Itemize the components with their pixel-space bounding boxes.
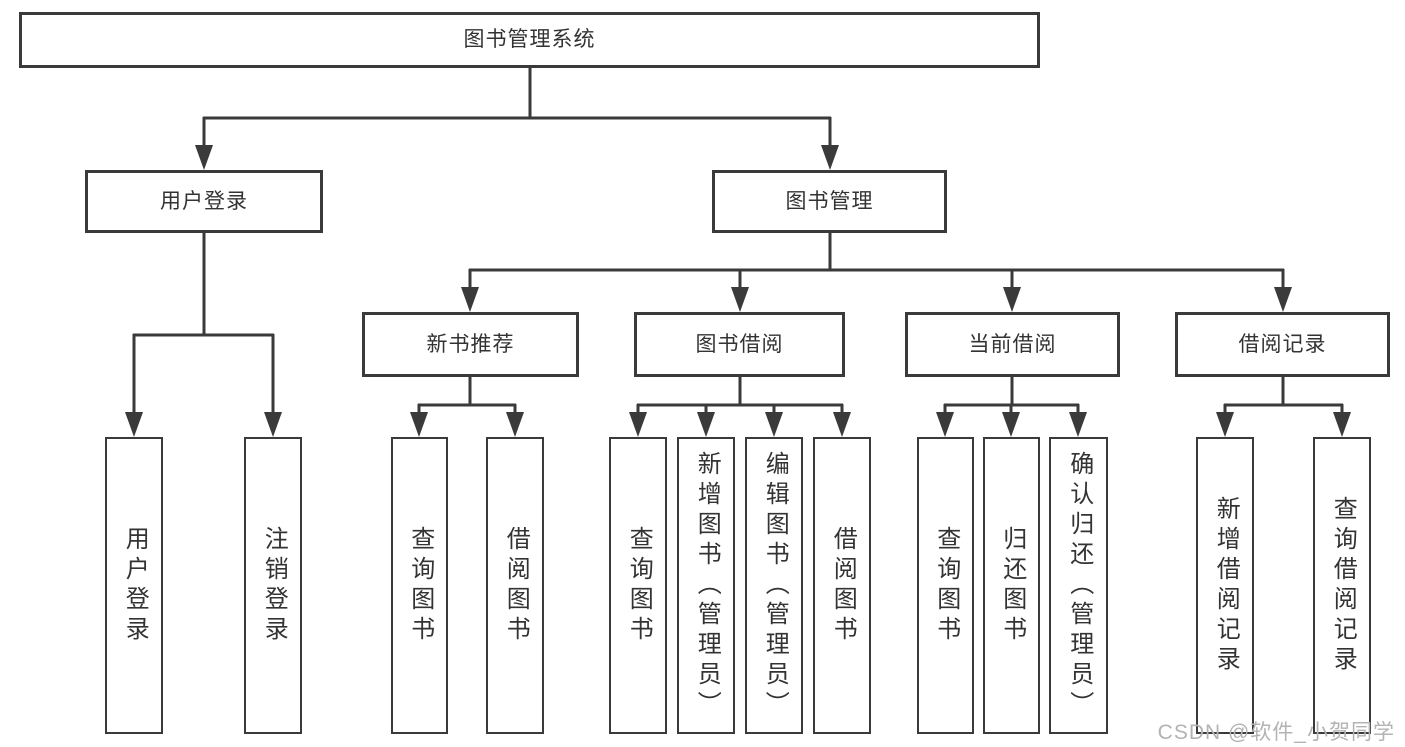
leaf-return-books: 归还图书 <box>983 437 1040 734</box>
leaf-borrow-books-recommend: 借阅图书 <box>486 437 544 734</box>
leaf-query-books-recommend: 查询图书 <box>391 437 448 734</box>
node-current-borrowing: 当前借阅 <box>905 312 1120 377</box>
leaf-logout: 注销登录 <box>244 437 302 734</box>
leaf-edit-books-admin: 编辑图书（管理员） <box>745 437 803 734</box>
leaf-user-login: 用户登录 <box>105 437 163 734</box>
leaf-borrow-books: 借阅图书 <box>813 437 871 734</box>
leaf-confirm-return-admin: 确认归还（管理员） <box>1049 437 1108 734</box>
leaf-query-books-current: 查询图书 <box>917 437 974 734</box>
node-root: 图书管理系统 <box>19 12 1040 68</box>
node-book-management: 图书管理 <box>712 170 947 233</box>
node-user-login: 用户登录 <box>85 170 323 233</box>
csdn-watermark: CSDN @软件_小贺同学 <box>1157 721 1395 744</box>
leaf-add-books-admin: 新增图书（管理员） <box>677 437 735 734</box>
leaf-query-books-borrowing: 查询图书 <box>609 437 667 734</box>
leaf-add-borrow-record: 新增借阅记录 <box>1196 437 1254 734</box>
node-book-borrowing: 图书借阅 <box>634 312 845 377</box>
leaf-query-borrow-record: 查询借阅记录 <box>1313 437 1371 734</box>
node-borrowing-records: 借阅记录 <box>1175 312 1390 377</box>
node-new-book-recommend: 新书推荐 <box>362 312 579 377</box>
